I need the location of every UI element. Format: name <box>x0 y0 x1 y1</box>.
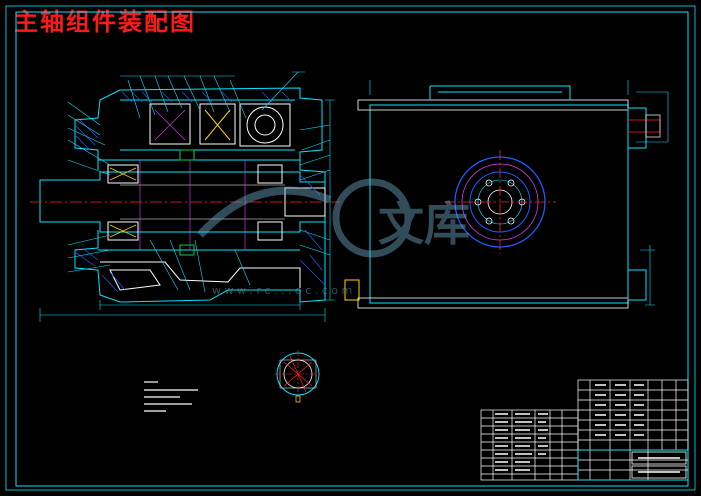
title-block <box>577 449 689 481</box>
flange-centerlines <box>445 150 556 254</box>
drawing-title: 主轴组件装配图 <box>14 8 196 36</box>
dimension-lines-main <box>39 99 335 322</box>
part-leaders-right <box>299 124 331 256</box>
parts-list-table <box>480 379 689 481</box>
parts-list-text-marks <box>495 384 680 473</box>
part-leaders-bottom <box>149 239 251 293</box>
gearbox-side-view <box>344 85 669 309</box>
watermark: 文库 w w w . r c . . . o c . c o m <box>197 178 470 297</box>
technical-requirements-notes <box>144 381 198 412</box>
part-leaders-top <box>120 71 305 119</box>
spindle-section-view <box>39 87 326 303</box>
drawing-frame <box>5 5 696 491</box>
dimension-lines-right <box>369 80 655 306</box>
shaft-cross-section-detail <box>274 350 322 403</box>
part-leaders-left <box>67 101 111 273</box>
watermark-url-text: w w w . r c . . . o c . c o m <box>212 284 352 297</box>
watermark-logo-text: 文库 <box>378 197 470 251</box>
